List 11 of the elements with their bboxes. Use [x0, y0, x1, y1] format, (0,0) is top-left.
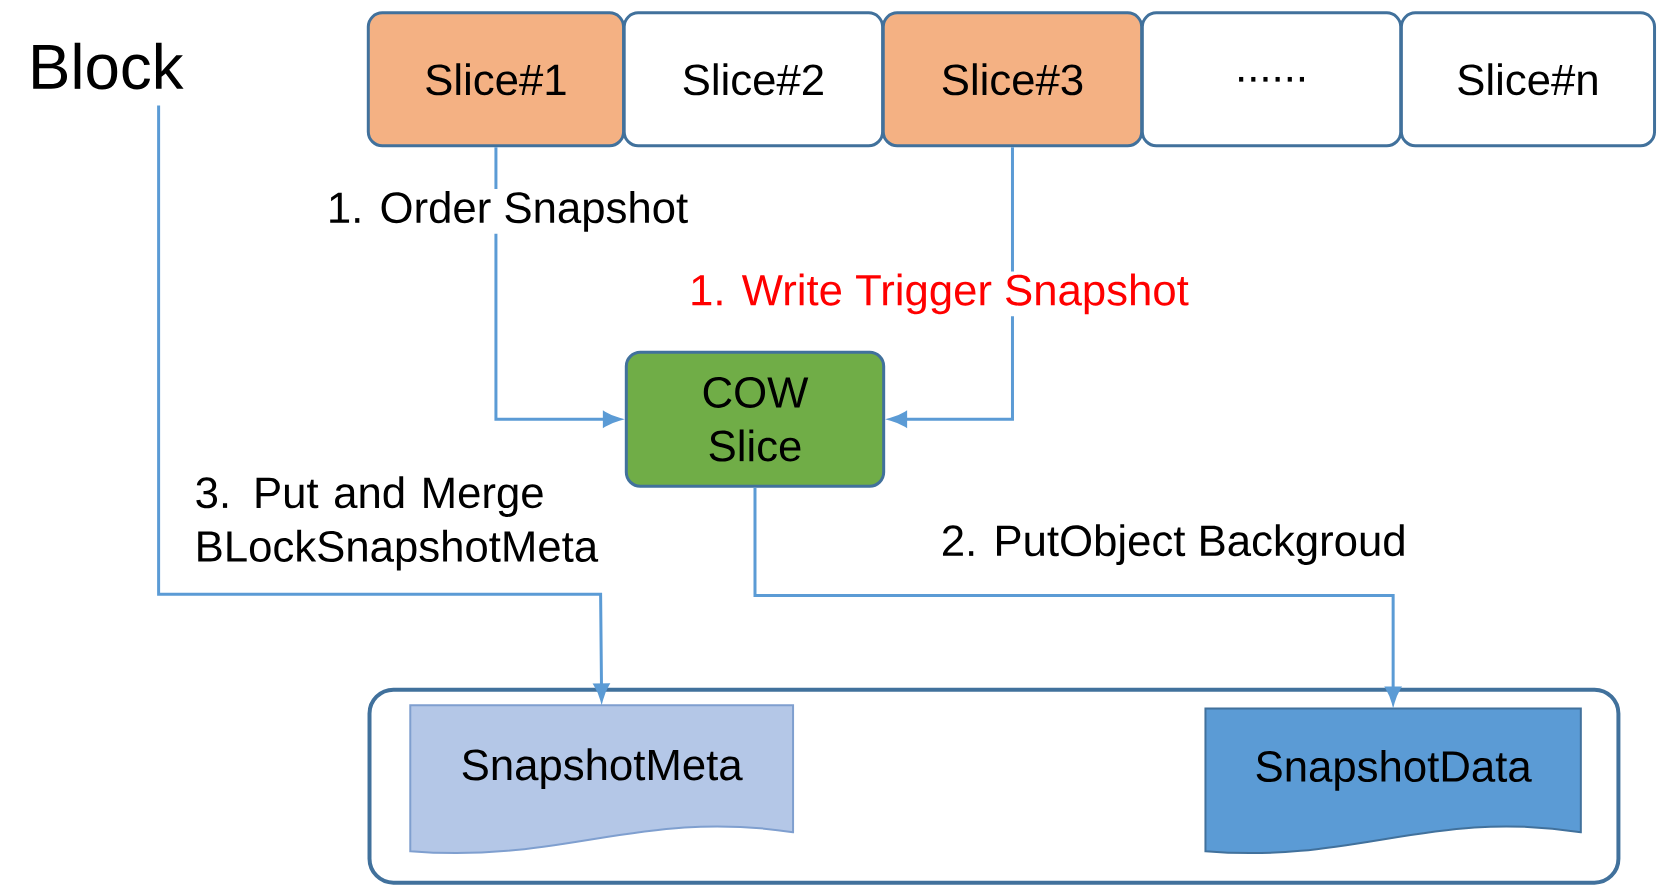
slice-box: Slice#3 [881, 11, 1144, 148]
slice-box: Slice#n [1399, 11, 1657, 148]
slice-box: Slice#2 [622, 11, 885, 148]
slice-box: Slice#1 [366, 11, 626, 148]
slice-box: ...... [1140, 11, 1403, 148]
process-box: COW Slice [624, 350, 886, 488]
block-label: Block [33, 42, 184, 90]
storage-container [367, 687, 1621, 885]
edge-label: 1. Write Trigger Snapshot [687, 271, 1191, 317]
arrow [753, 487, 1401, 705]
edge-label: 2. PutObject Backgroud [938, 522, 1409, 567]
